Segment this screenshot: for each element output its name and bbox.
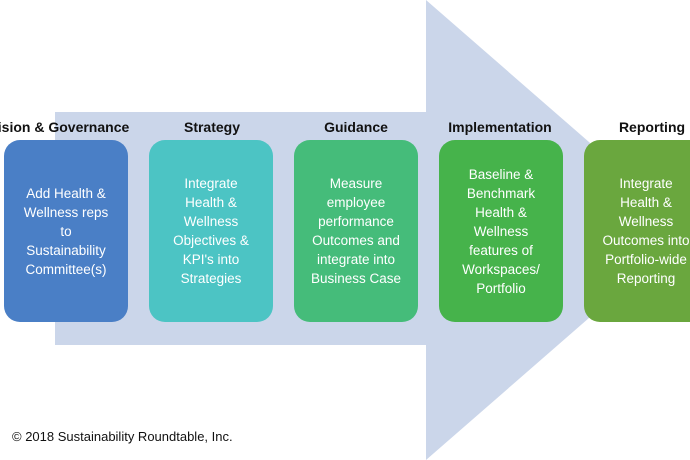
stage-title-guidance: Guidance bbox=[324, 119, 388, 135]
stage-text-guidance: Measure employee performance Outcomes an… bbox=[310, 176, 402, 286]
stage-text-implementation: Baseline & Benchmark Health & Wellness f… bbox=[462, 166, 540, 296]
stage-title-vision-governance: Vision & Governance bbox=[0, 119, 130, 135]
stage-title-reporting: Reporting bbox=[618, 119, 686, 135]
stage-title-implementation: Implementation bbox=[448, 119, 552, 135]
stage-text-vision-governance: Add Health & Wellness reps to Sustainabi… bbox=[23, 185, 109, 277]
stage-box-implementation: Baseline & Benchmark Health & Wellness f… bbox=[439, 140, 563, 322]
stage-text-strategy: Integrate Health & Wellness Objectives &… bbox=[173, 176, 249, 286]
copyright-text: © 2018 Sustainability Roundtable, Inc. bbox=[12, 429, 233, 444]
stage-text-reporting: Integrate Health & Wellness Outcomes int… bbox=[602, 176, 690, 286]
stage-box-strategy: Integrate Health & Wellness Objectives &… bbox=[149, 140, 273, 322]
stage-box-reporting: Integrate Health & Wellness Outcomes int… bbox=[584, 140, 690, 322]
stage-box-vision-governance: Add Health & Wellness reps to Sustainabi… bbox=[4, 140, 128, 322]
stage-box-guidance: Measure employee performance Outcomes an… bbox=[294, 140, 418, 322]
stage-title-strategy: Strategy bbox=[183, 119, 241, 135]
